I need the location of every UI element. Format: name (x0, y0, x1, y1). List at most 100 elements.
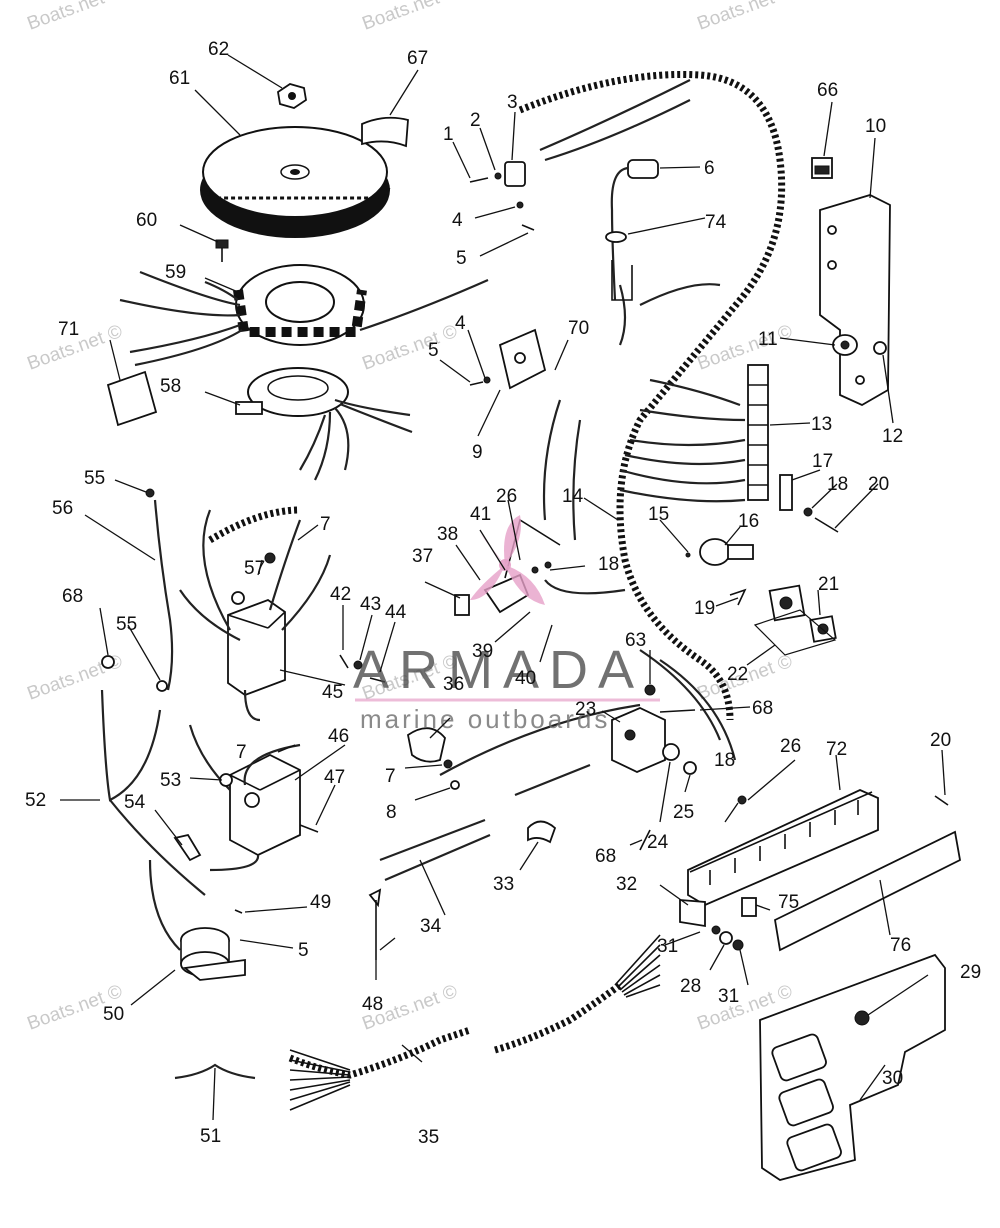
lockwasher (803, 507, 813, 517)
callout-number: 61 (169, 68, 190, 89)
callout-number: 18 (714, 750, 735, 771)
callout-number: 7 (236, 742, 247, 763)
callout-number: 9 (472, 442, 483, 463)
callout-number: 23 (575, 699, 596, 720)
stator-screw (215, 239, 229, 262)
grommet-small (873, 341, 887, 355)
callout-number: 26 (496, 486, 517, 507)
callout-number: 68 (62, 586, 83, 607)
relay-screw (659, 709, 696, 713)
callout-number: 20 (868, 474, 889, 495)
sender (679, 899, 744, 951)
main-wiring-harness (518, 70, 786, 761)
callout-number: 16 (738, 511, 759, 532)
callout-number: 71 (58, 319, 79, 340)
callout-number: 29 (960, 962, 981, 983)
callout-number: 51 (200, 1126, 221, 1147)
brand-tagline: marine outboards (360, 704, 610, 734)
callout-number: 76 (890, 935, 911, 956)
callout-number: 42 (330, 584, 351, 605)
flywheel-nut (277, 83, 307, 109)
callout-number: 5 (428, 340, 439, 361)
rectifier (469, 328, 547, 390)
callout-number: 18 (827, 474, 848, 495)
stator (119, 264, 489, 367)
ignition-module (179, 506, 332, 722)
terminal (368, 888, 382, 960)
callout-number: 58 (160, 376, 181, 397)
callout-number: 28 (680, 976, 701, 997)
lead (379, 818, 486, 862)
callout-number: 62 (208, 39, 229, 60)
callout-number: 11 (758, 329, 778, 350)
watermark-text: Boats.net © (360, 0, 461, 35)
watermark-text: Boats.net © (25, 0, 126, 35)
hose-elbow (173, 833, 202, 862)
callout-number: 35 (418, 1127, 439, 1148)
ground-lead (153, 499, 174, 691)
trigger-assembly (235, 367, 413, 481)
connector (443, 759, 453, 769)
callout-number: 52 (25, 790, 46, 811)
terminal-block-lower (687, 789, 879, 907)
callout-number: 72 (826, 739, 847, 760)
callout-number: 2 (470, 110, 481, 131)
callout-number: 54 (124, 792, 146, 813)
lead (514, 763, 591, 797)
callout-number: 56 (52, 498, 73, 519)
lead (439, 703, 641, 776)
ground-screw (156, 680, 168, 692)
callout-number: 40 (515, 668, 536, 689)
fuse-holder (610, 159, 659, 301)
hose (100, 689, 206, 951)
callout-number: 63 (625, 630, 646, 651)
coil-grommet (231, 591, 245, 605)
callout-number: 10 (865, 116, 886, 137)
callout-number: 14 (562, 486, 584, 507)
relay-nut (662, 743, 680, 761)
callout-number: 45 (322, 682, 343, 703)
ground-nut (101, 655, 115, 669)
clip (811, 157, 833, 179)
callout-number: 3 (507, 92, 518, 113)
callout-number: 43 (360, 594, 381, 615)
callout-number: 74 (705, 212, 727, 233)
power-pack (188, 724, 301, 872)
connector (737, 795, 747, 805)
callout-number: 59 (165, 262, 186, 283)
callout-number: 5 (298, 940, 309, 961)
callout-number: 41 (470, 504, 491, 525)
callout-number: 75 (778, 892, 799, 913)
relay (611, 707, 666, 773)
callout-number: 60 (136, 210, 157, 231)
callout-number: 49 (310, 892, 331, 913)
watermark-text: Boats.net © (360, 321, 461, 375)
jumper (779, 474, 793, 511)
connector (264, 552, 276, 564)
callout-number: 68 (752, 698, 773, 719)
callout-number: 30 (882, 1068, 903, 1089)
callout-number: 33 (493, 874, 514, 895)
watermark-layer: Boats.net © Boats.net © Boats.net © Boat… (25, 0, 796, 1035)
callout-number: 19 (694, 598, 715, 619)
insulator (454, 594, 470, 616)
callout-number: 44 (385, 602, 407, 623)
callout-number: 12 (882, 426, 903, 447)
connector (450, 780, 460, 790)
callout-number: 25 (673, 802, 694, 823)
watermark-text: Boats.net © (695, 321, 796, 375)
callout-number: 6 (704, 158, 715, 179)
callout-number: 31 (718, 986, 739, 1007)
callout-number: 55 (84, 468, 105, 489)
callout-number: 48 (362, 994, 383, 1015)
mounting-strip (774, 830, 962, 952)
callout-number: 66 (817, 80, 838, 101)
callout-number: 39 (472, 641, 493, 662)
flywheel (200, 126, 392, 238)
callout-number: 17 (812, 451, 833, 472)
callout-number: 50 (103, 1004, 124, 1025)
flywheel-key (361, 116, 409, 148)
screw-set (339, 654, 386, 683)
callout-number: 34 (420, 916, 442, 937)
